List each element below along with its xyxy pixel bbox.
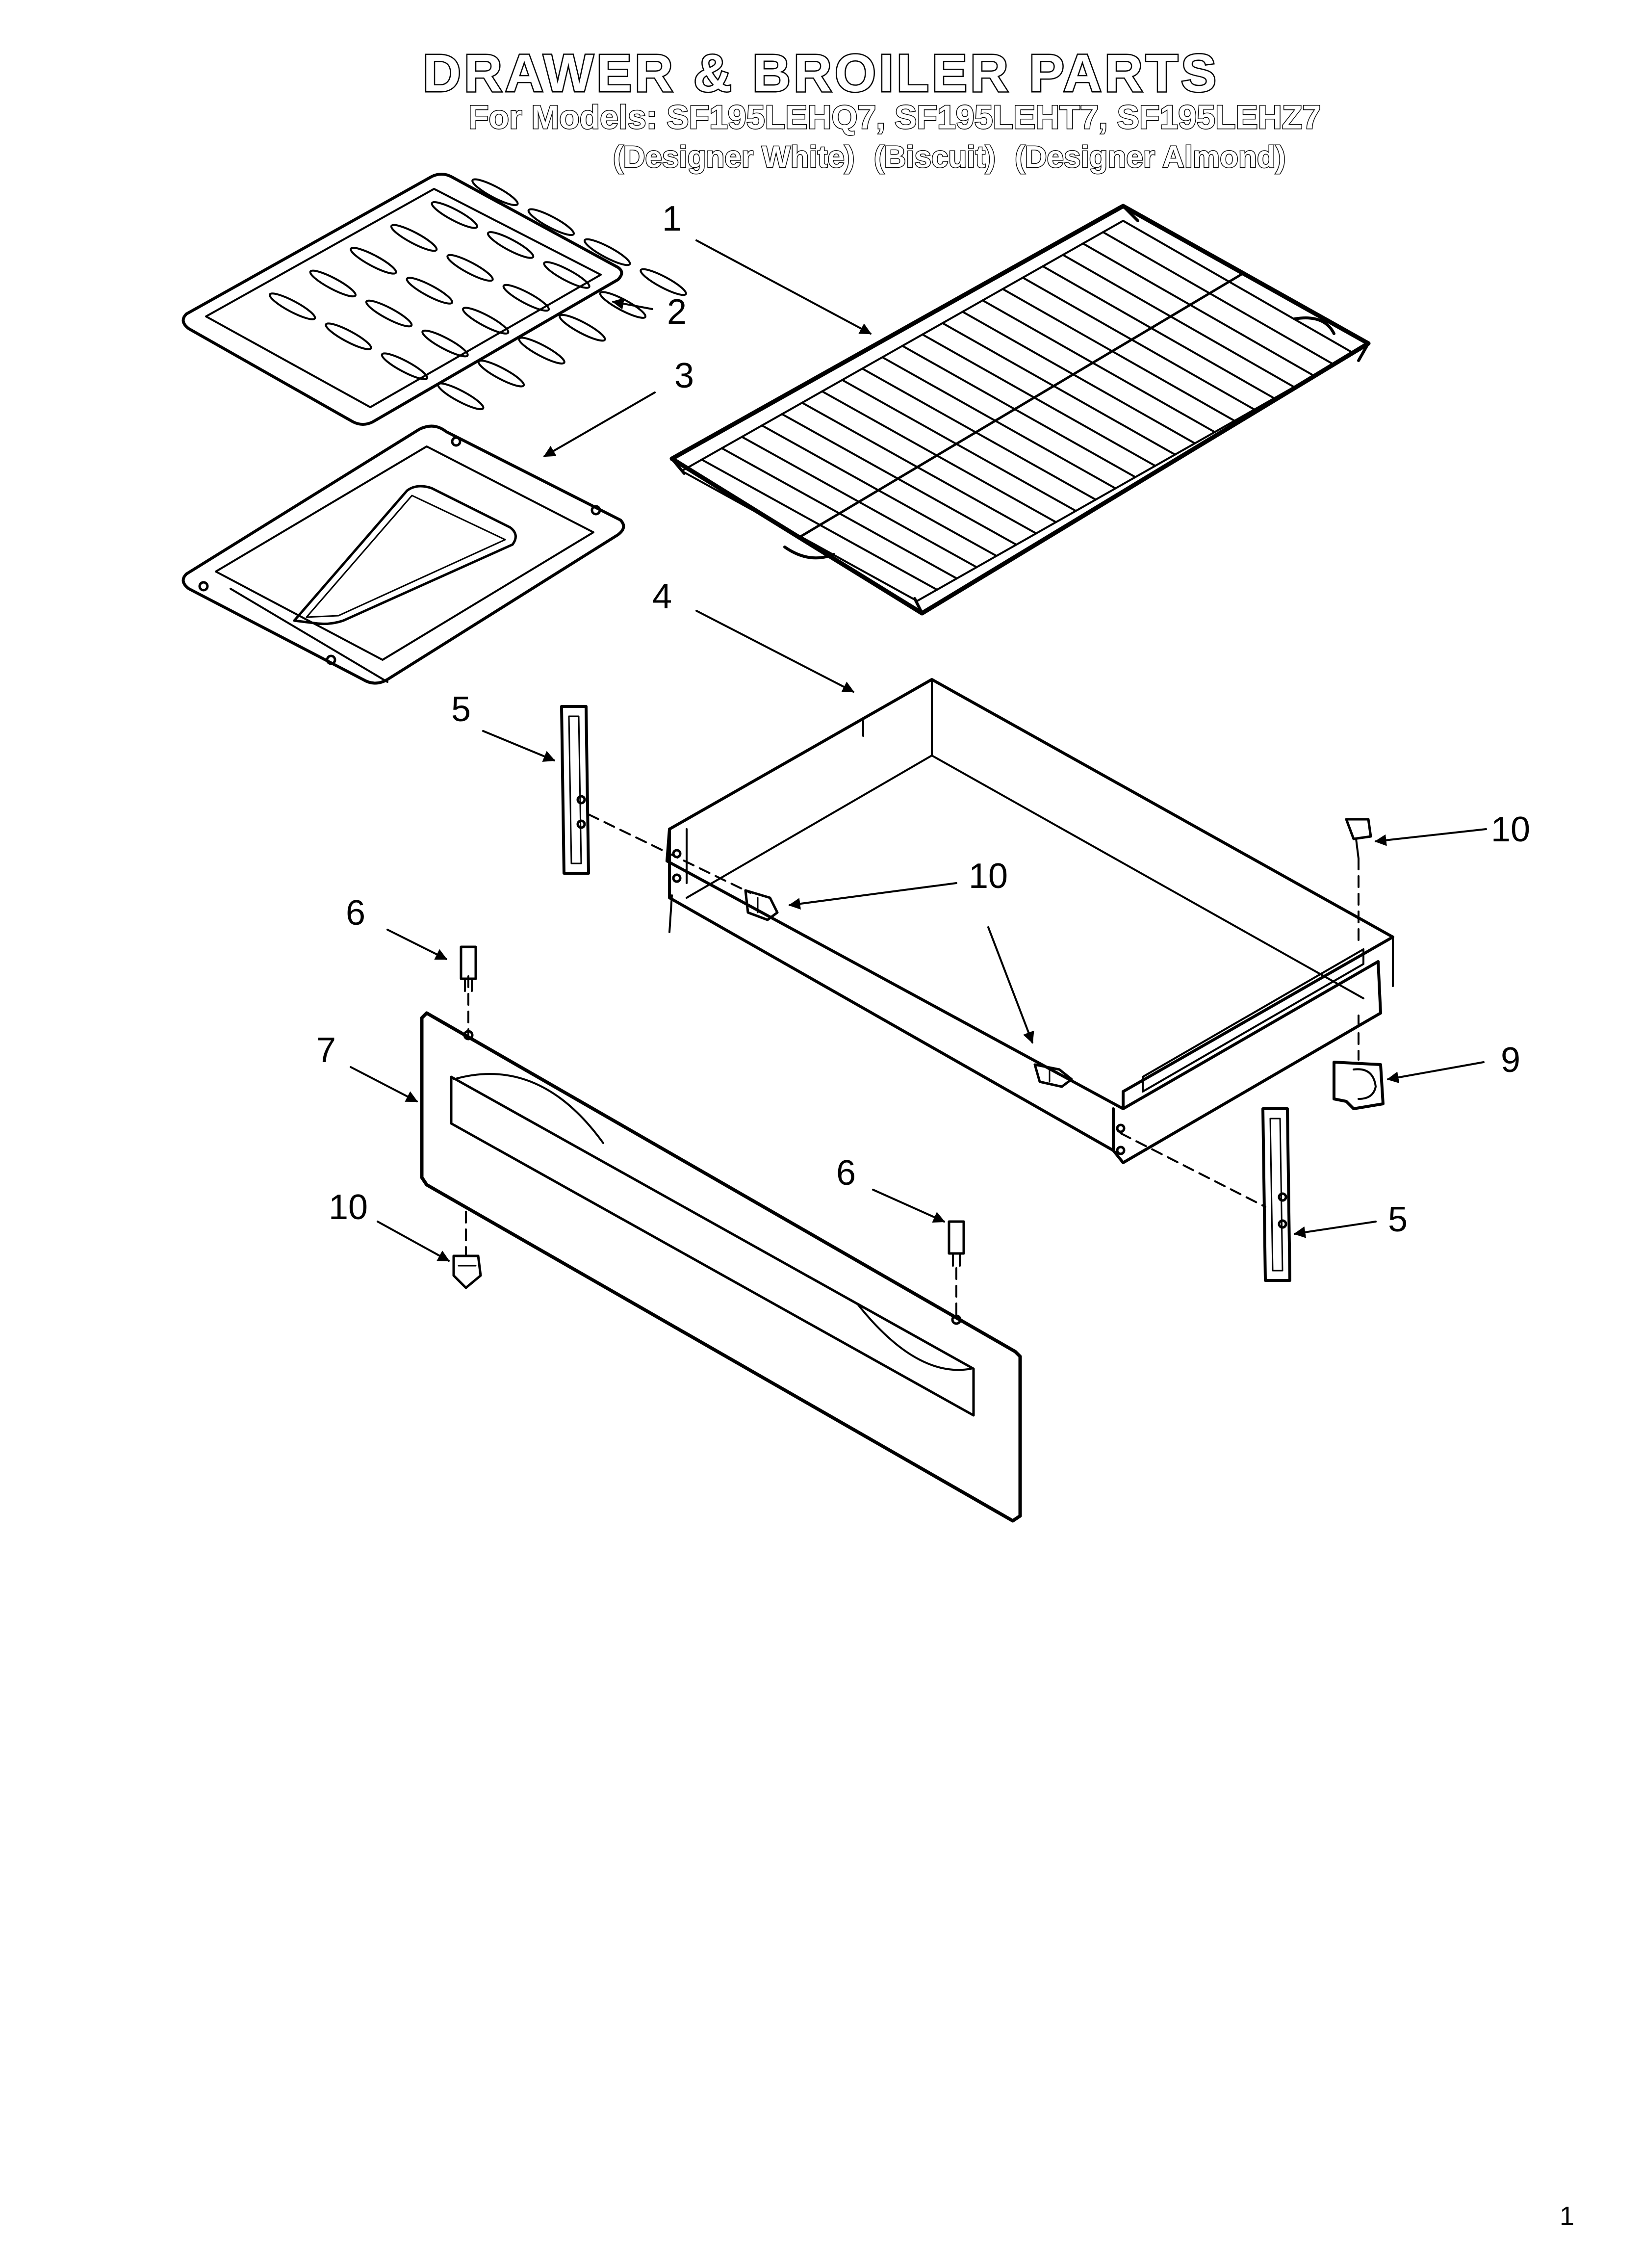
grid-slot bbox=[543, 261, 590, 289]
grid-slot bbox=[640, 268, 687, 296]
callout-10-top-right: 10 bbox=[1491, 810, 1530, 849]
callout-1: 1 bbox=[662, 199, 682, 238]
rack-bar bbox=[901, 345, 1136, 478]
grid-slot bbox=[381, 352, 429, 380]
slide-bracket-right bbox=[1261, 1107, 1291, 1282]
rack-bar bbox=[801, 401, 1037, 535]
grid-slot bbox=[502, 284, 550, 312]
rack-bar bbox=[961, 311, 1196, 444]
grid-slot bbox=[268, 292, 316, 320]
grid-slot bbox=[518, 337, 565, 365]
grid-slot bbox=[406, 277, 454, 305]
rack-bar bbox=[821, 390, 1057, 523]
slide-bracket-left bbox=[560, 705, 590, 875]
page-number: 1 bbox=[1560, 2201, 1575, 2231]
grid-slot bbox=[309, 269, 357, 298]
screw-drawer-left bbox=[744, 889, 779, 921]
variant-designer-white: (Designer White) bbox=[613, 140, 856, 174]
rack-bar bbox=[1062, 254, 1295, 388]
callout-5-right: 5 bbox=[1388, 1200, 1408, 1239]
grid-slot bbox=[437, 382, 485, 411]
callout-9: 9 bbox=[1501, 1041, 1520, 1080]
pin-left bbox=[460, 945, 477, 992]
callout-6-left: 6 bbox=[346, 893, 365, 933]
rack-bar bbox=[781, 413, 1018, 546]
rack-bar bbox=[921, 333, 1156, 467]
grid-slot bbox=[325, 322, 372, 350]
rack-bar bbox=[841, 379, 1077, 512]
variant-designer-almond: (Designer Almond) bbox=[1014, 140, 1286, 174]
header: DRAWER & BROILER PARTS For Models: SF195… bbox=[0, 0, 1642, 186]
rack-bar bbox=[1082, 242, 1315, 377]
clip bbox=[1333, 1061, 1385, 1110]
screw-top-right bbox=[1345, 818, 1372, 860]
grid-slot bbox=[583, 238, 631, 266]
drawer-body bbox=[666, 678, 1394, 1164]
callout-2: 2 bbox=[667, 292, 687, 332]
screw-drawer-right bbox=[1033, 1063, 1073, 1088]
drawer-front-panel bbox=[420, 1011, 1022, 1523]
oven-rack bbox=[669, 204, 1371, 616]
grid-slot bbox=[599, 291, 647, 319]
rack-bar bbox=[1022, 276, 1256, 411]
grid-slot bbox=[477, 360, 525, 388]
broiler-pan bbox=[181, 424, 625, 685]
pin-right bbox=[948, 1220, 965, 1267]
screw-front-panel bbox=[452, 1254, 482, 1289]
rack-bar bbox=[1102, 231, 1335, 365]
grid-slot bbox=[350, 247, 397, 275]
rack-bar bbox=[861, 367, 1097, 501]
callout-6-right: 6 bbox=[836, 1153, 856, 1193]
grid-slot bbox=[365, 299, 413, 328]
variant-biscuit: (Biscuit) bbox=[873, 140, 996, 174]
models-line: For Models: SF195LEHQ7, SF195LEHT7, SF19… bbox=[467, 99, 1321, 136]
grid-slot bbox=[390, 224, 438, 252]
callout-10-front: 10 bbox=[329, 1188, 368, 1227]
grid-slot bbox=[431, 201, 478, 229]
color-variants: (Designer White) (Biscuit) (Designer Alm… bbox=[613, 140, 1296, 174]
callout-3: 3 bbox=[674, 356, 694, 395]
leader-lines bbox=[350, 239, 1487, 1262]
rack-bar bbox=[1042, 265, 1276, 399]
rack-bar bbox=[941, 322, 1176, 456]
grid-slot bbox=[471, 178, 519, 207]
grid-slot bbox=[559, 313, 606, 342]
rack-bar bbox=[981, 299, 1216, 433]
callout-labels: 1 2 3 4 5 5 6 6 7 9 10 10 10 bbox=[316, 199, 1530, 1239]
grid-slot bbox=[527, 208, 575, 236]
assembly-lines bbox=[465, 813, 1360, 1321]
rack-bar bbox=[1001, 288, 1236, 422]
grid-slot bbox=[487, 231, 535, 259]
page-title: DRAWER & BROILER PARTS bbox=[421, 43, 1219, 103]
grid-slot bbox=[421, 329, 469, 358]
grid-slot bbox=[446, 254, 494, 282]
callout-7: 7 bbox=[316, 1031, 336, 1070]
callout-5-left: 5 bbox=[451, 690, 471, 729]
callout-10-drawer: 10 bbox=[969, 857, 1008, 896]
rack-bar bbox=[881, 356, 1117, 490]
grid-slot bbox=[462, 307, 510, 335]
callout-4: 4 bbox=[652, 577, 672, 616]
broiler-grid bbox=[181, 173, 687, 426]
